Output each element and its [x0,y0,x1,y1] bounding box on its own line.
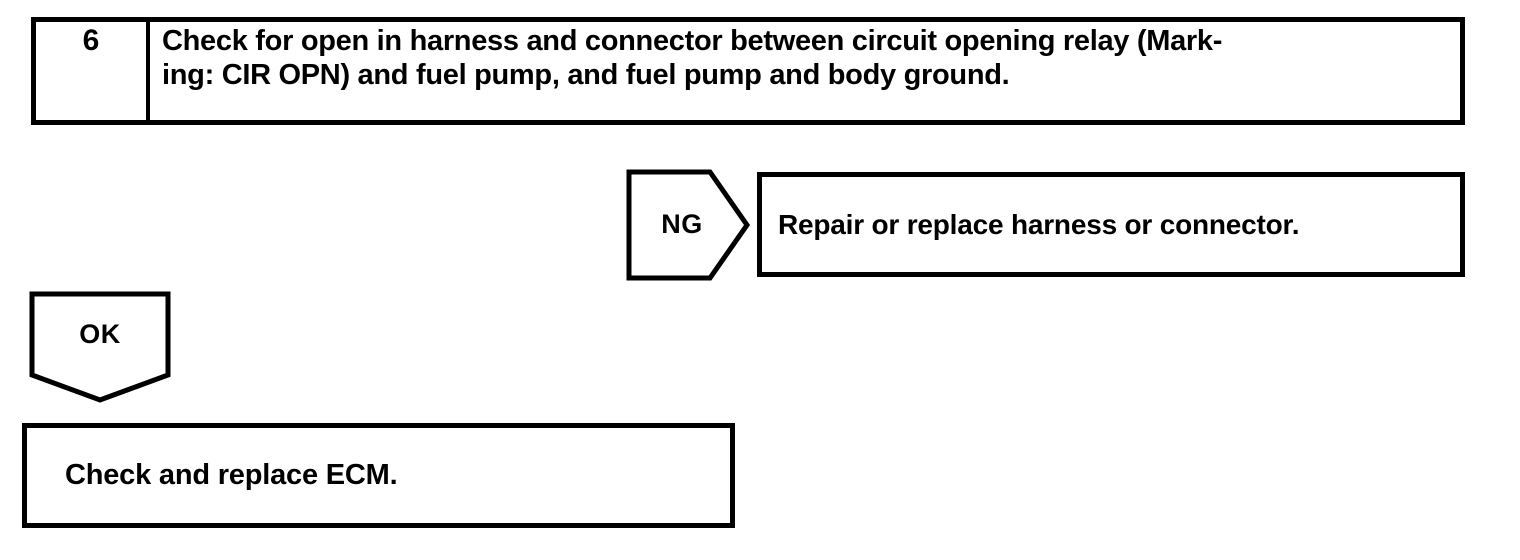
step-number: 6 [82,24,100,57]
ok-action-box: Check and replace ECM. [22,423,735,528]
ng-connector-label: NG [661,209,703,239]
ng-action-text: Repair or replace harness or connector. [778,208,1300,240]
step-number-cell: 6 [36,22,150,120]
ng-pentagon-outline [626,169,751,281]
ng-action-box: Repair or replace harness or connector. [757,172,1465,277]
step-instruction-cell: Check for open in harness and connector … [150,22,1460,120]
ok-connector-shape [29,291,171,403]
step-box: 6 Check for open in harness and connecto… [31,17,1465,125]
step-instruction-line-2: ing: CIR OPN) and fuel pump, and fuel pu… [162,59,1010,91]
ng-connector-shape [626,169,751,281]
ok-connector-label: OK [79,319,121,349]
ok-pentagon-outline [29,291,171,403]
step-instruction-line-1: Check for open in harness and connector … [162,25,1223,57]
ok-action-text: Check and replace ECM. [65,459,398,491]
